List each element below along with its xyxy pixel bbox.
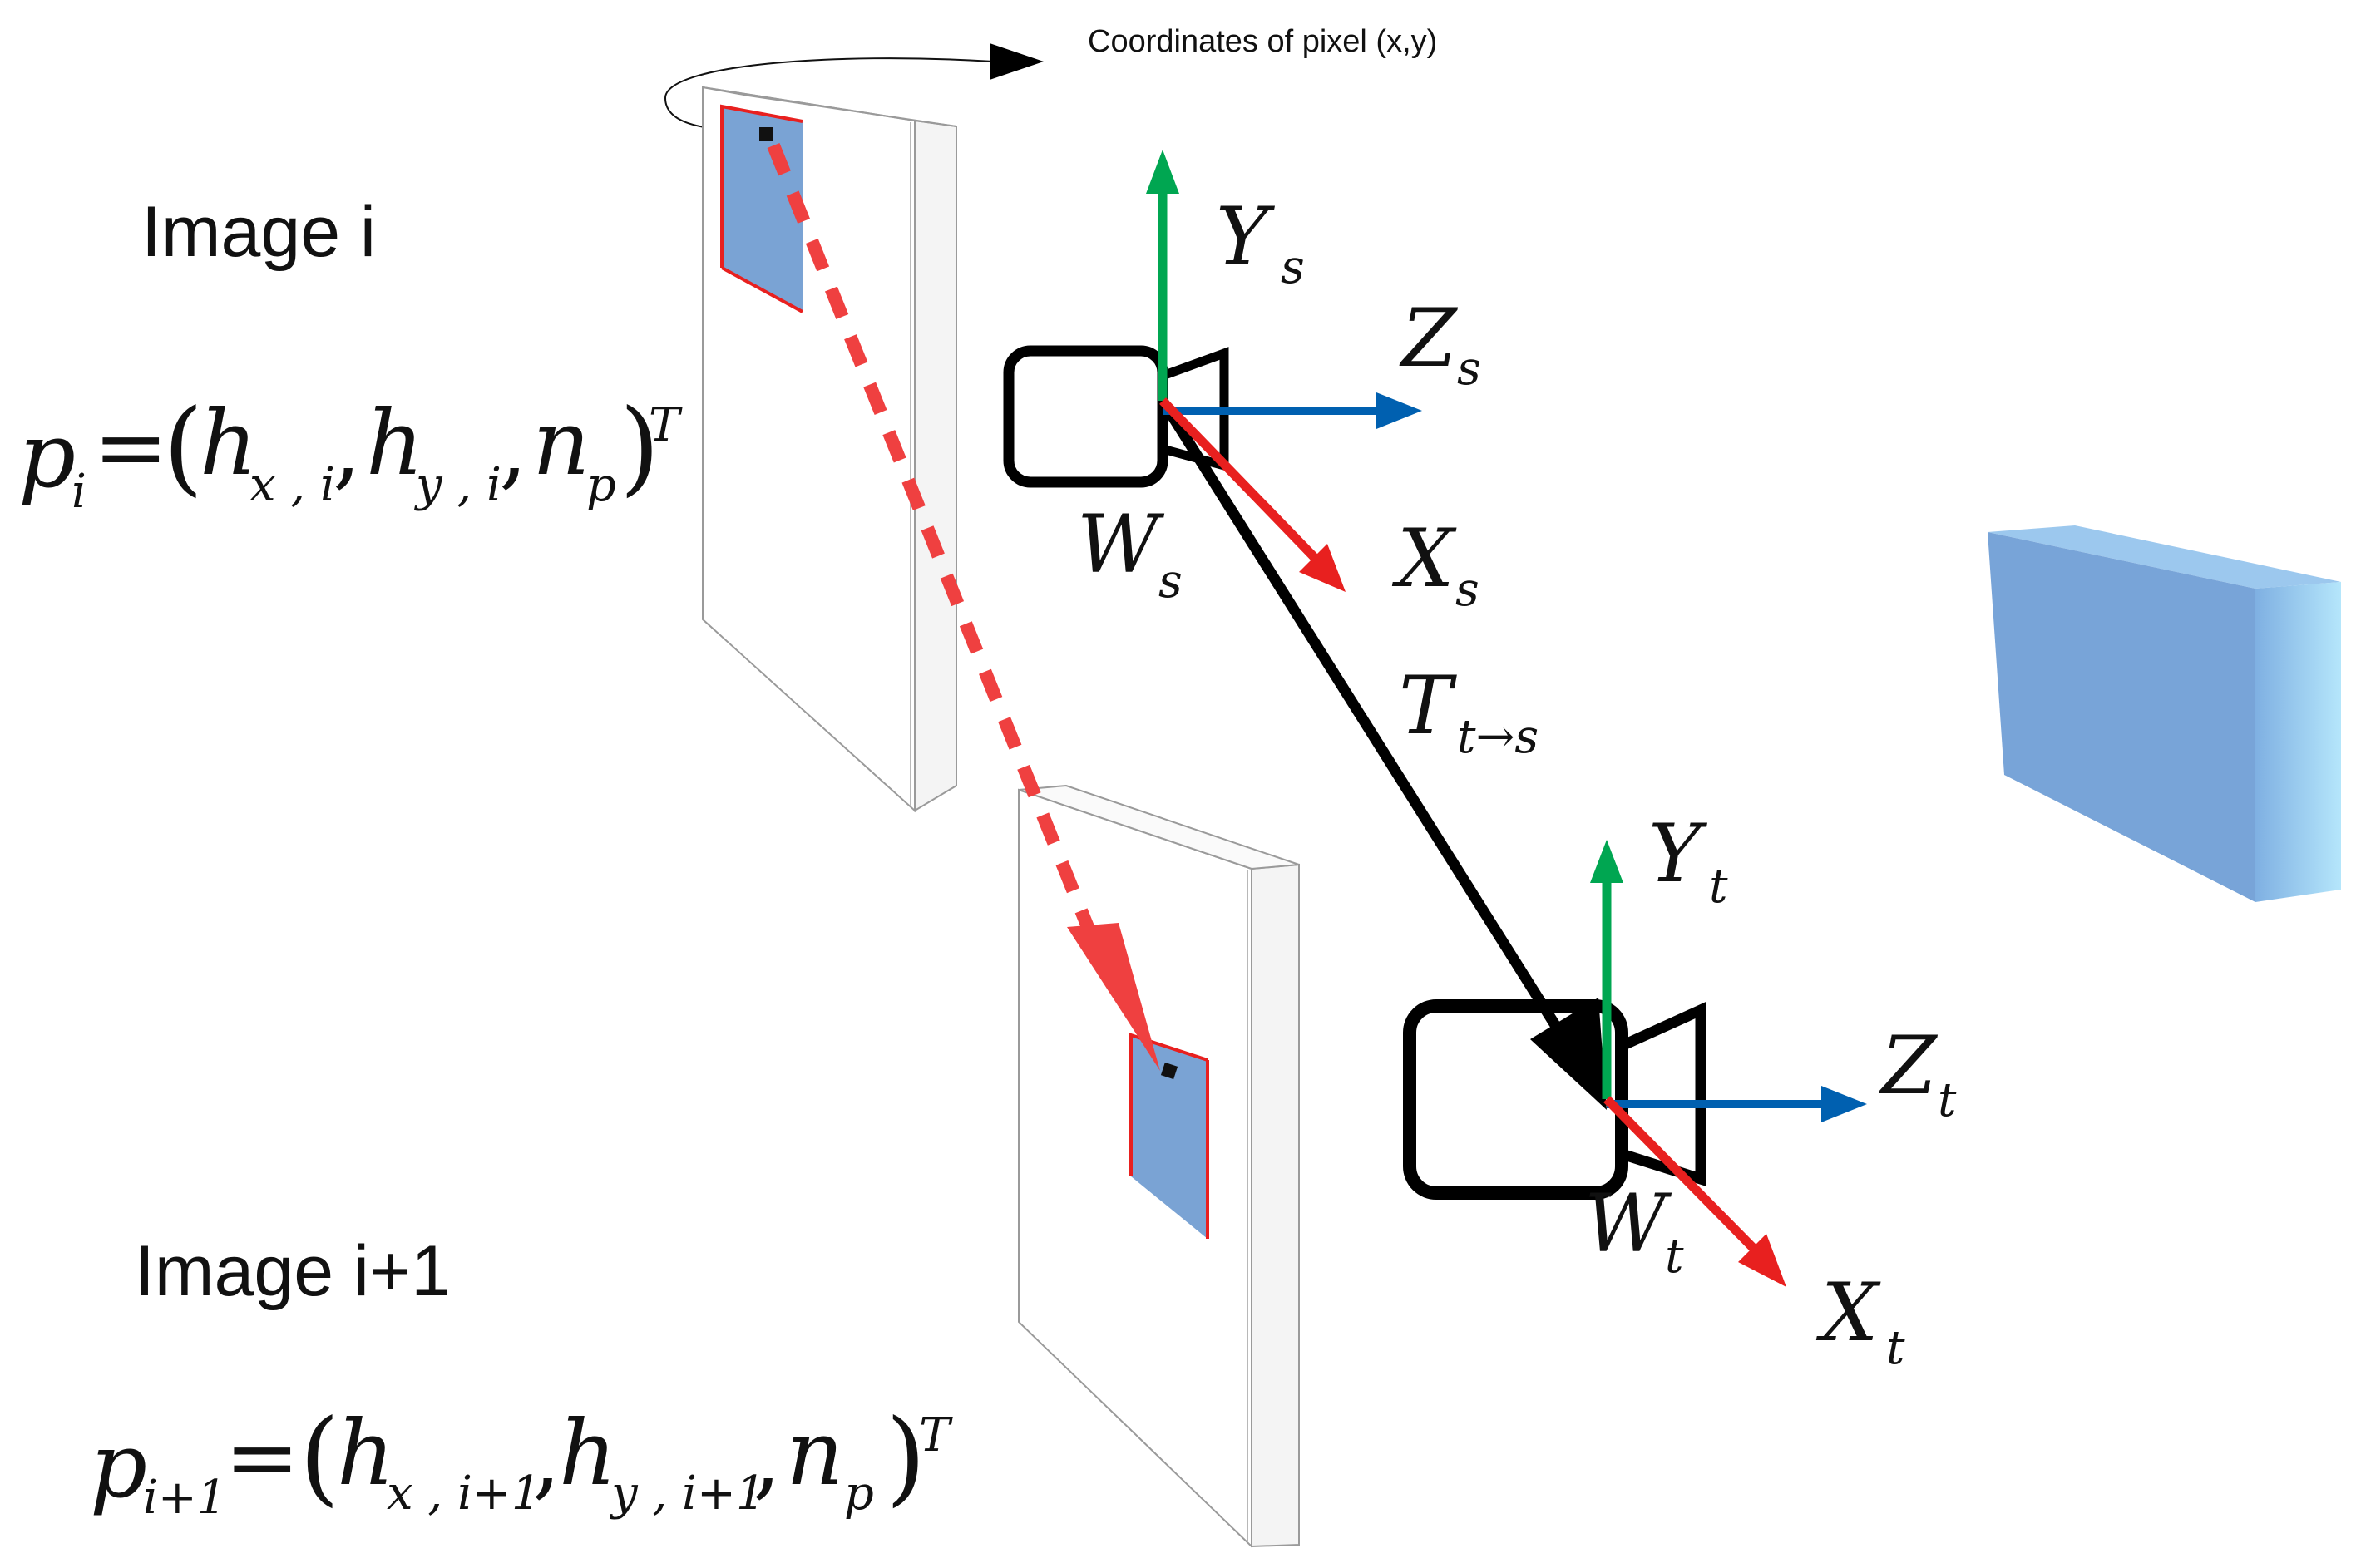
projection-arrow [767, 143, 1160, 1071]
source-camera-icon [1003, 345, 1229, 488]
svg-text:p: p [90, 1414, 147, 1518]
svg-text:p: p [844, 1467, 874, 1521]
svg-text:i+1: i+1 [143, 1471, 226, 1525]
image-i1-panel [1018, 784, 1300, 1549]
image-i1-patch [1131, 1035, 1208, 1239]
svg-text:T: T [649, 398, 683, 452]
image-i-panel [702, 86, 957, 813]
svg-text:s: s [1455, 563, 1479, 617]
svg-text:=: = [225, 1406, 300, 1510]
image-i1-equation: p i+1 = ( h x , i+1 , h y , i+1 , n p ) … [90, 1398, 953, 1525]
xt-label: X [1815, 1266, 1881, 1359]
svg-text:x , i: x , i [249, 458, 335, 512]
svg-text:y , i: y , i [413, 458, 501, 512]
svg-text:t: t [1665, 1230, 1684, 1284]
svg-text:n: n [532, 392, 590, 496]
wt-label: W [1584, 1177, 1672, 1270]
svg-text:t: t [1938, 1073, 1957, 1127]
caption-text: Coordinates of pixel (x,y) [1088, 24, 1437, 59]
svg-text:h: h [200, 392, 258, 496]
svg-text:x , i+1: x , i+1 [387, 1467, 541, 1521]
svg-text:(: ( [163, 387, 203, 507]
svg-text:s: s [1457, 342, 1481, 396]
image-i-pixel [759, 127, 773, 141]
ws-label: W [1077, 498, 1165, 591]
svg-text:,: , [532, 1406, 561, 1510]
yt-label: Y [1648, 807, 1708, 900]
svg-text:(: ( [299, 1398, 339, 1517]
svg-text:h: h [559, 1402, 617, 1506]
svg-text:t→s: t→s [1457, 710, 1539, 764]
xs-label: X [1391, 512, 1457, 605]
svg-text:s: s [1281, 240, 1305, 294]
svg-text:h: h [366, 392, 424, 496]
svg-text:s: s [1158, 555, 1183, 609]
svg-text:p: p [18, 404, 76, 508]
transform-label: T t→s [1399, 659, 1539, 764]
source-frame-labels: Y s Z s X s W s [1077, 190, 1481, 617]
svg-text:T: T [919, 1408, 953, 1462]
ys-label: Y [1216, 190, 1276, 284]
svg-text:=: = [93, 396, 169, 500]
svg-text:h: h [337, 1402, 395, 1506]
svg-text:T: T [1399, 659, 1457, 752]
zt-label: Z [1879, 1019, 1939, 1112]
svg-text:): ) [620, 387, 659, 507]
object-box [1988, 525, 2341, 902]
image-i1-label: Image i+1 [135, 1231, 451, 1311]
image-i-label: Image i [141, 192, 376, 272]
svg-text:p: p [586, 458, 616, 512]
target-frame-labels: Y t Z t X t W t [1584, 807, 1957, 1375]
svg-text:t: t [1709, 860, 1728, 914]
transform-arrow [1158, 397, 1607, 1110]
svg-text:n: n [786, 1402, 844, 1506]
image-i1-pixel [1160, 1062, 1178, 1080]
image-i-equation: p i = ( h x , i , h y , i , n p ) T [18, 387, 683, 519]
svg-text:,: , [499, 396, 527, 500]
target-axes [1590, 840, 1867, 1287]
svg-text:y , i+1: y , i+1 [609, 1467, 766, 1521]
source-axes [1146, 150, 1422, 592]
zs-label: Z [1399, 292, 1459, 385]
svg-text:,: , [753, 1406, 781, 1510]
svg-text:t: t [1886, 1321, 1905, 1375]
svg-text:): ) [886, 1398, 926, 1517]
svg-text:i: i [72, 465, 86, 519]
svg-text:,: , [333, 396, 361, 500]
